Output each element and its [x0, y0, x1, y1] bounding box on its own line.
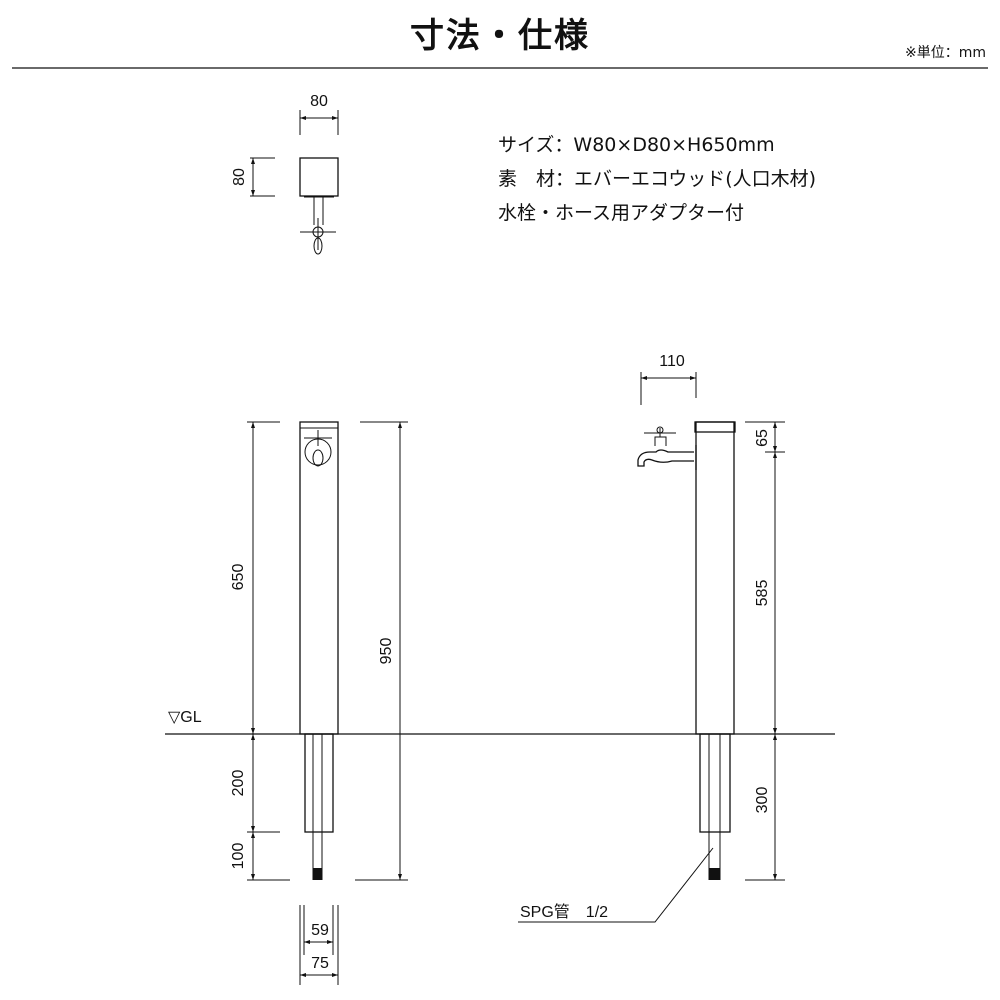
- dim-950: 950: [378, 638, 395, 665]
- faucet-side-icon: [637, 426, 697, 470]
- dim-top-depth: 80: [231, 168, 248, 186]
- dim-65: 65: [754, 429, 771, 447]
- front-view: 650 200 100 950 59 75: [230, 421, 408, 985]
- spec-size: サイズ：W80×D80×H650mm: [498, 134, 775, 156]
- top-view: 80 80: [231, 93, 339, 255]
- specs: サイズ：W80×D80×H650mm 素 材：エバーエコウッド(人口木材) 水栓…: [498, 128, 816, 230]
- pipe-label: SPG管 1/2: [520, 903, 608, 921]
- spec-material: 素 材：エバーエコウッド(人口木材): [498, 168, 817, 190]
- page-title: 寸法・仕様: [410, 16, 590, 56]
- faucet-top-icon: [300, 196, 336, 255]
- dim-59: 59: [311, 922, 329, 939]
- dim-650: 650: [230, 564, 247, 591]
- dim-110: 110: [659, 353, 685, 370]
- side-view: 110 65 585 300 SPG管 1/2: [518, 353, 785, 923]
- dim-100: 100: [230, 843, 247, 870]
- dim-200: 200: [230, 770, 247, 797]
- ground-label: ▽GL: [168, 709, 202, 726]
- dim-300: 300: [754, 787, 771, 814]
- unit-note: ※単位：mm: [904, 45, 986, 61]
- dim-585: 585: [754, 580, 771, 607]
- spec-accessory: 水栓・ホース用アダプター付: [498, 202, 745, 224]
- dim-75: 75: [311, 955, 329, 972]
- dim-top-width: 80: [310, 93, 328, 110]
- faucet-front-icon: [304, 430, 332, 467]
